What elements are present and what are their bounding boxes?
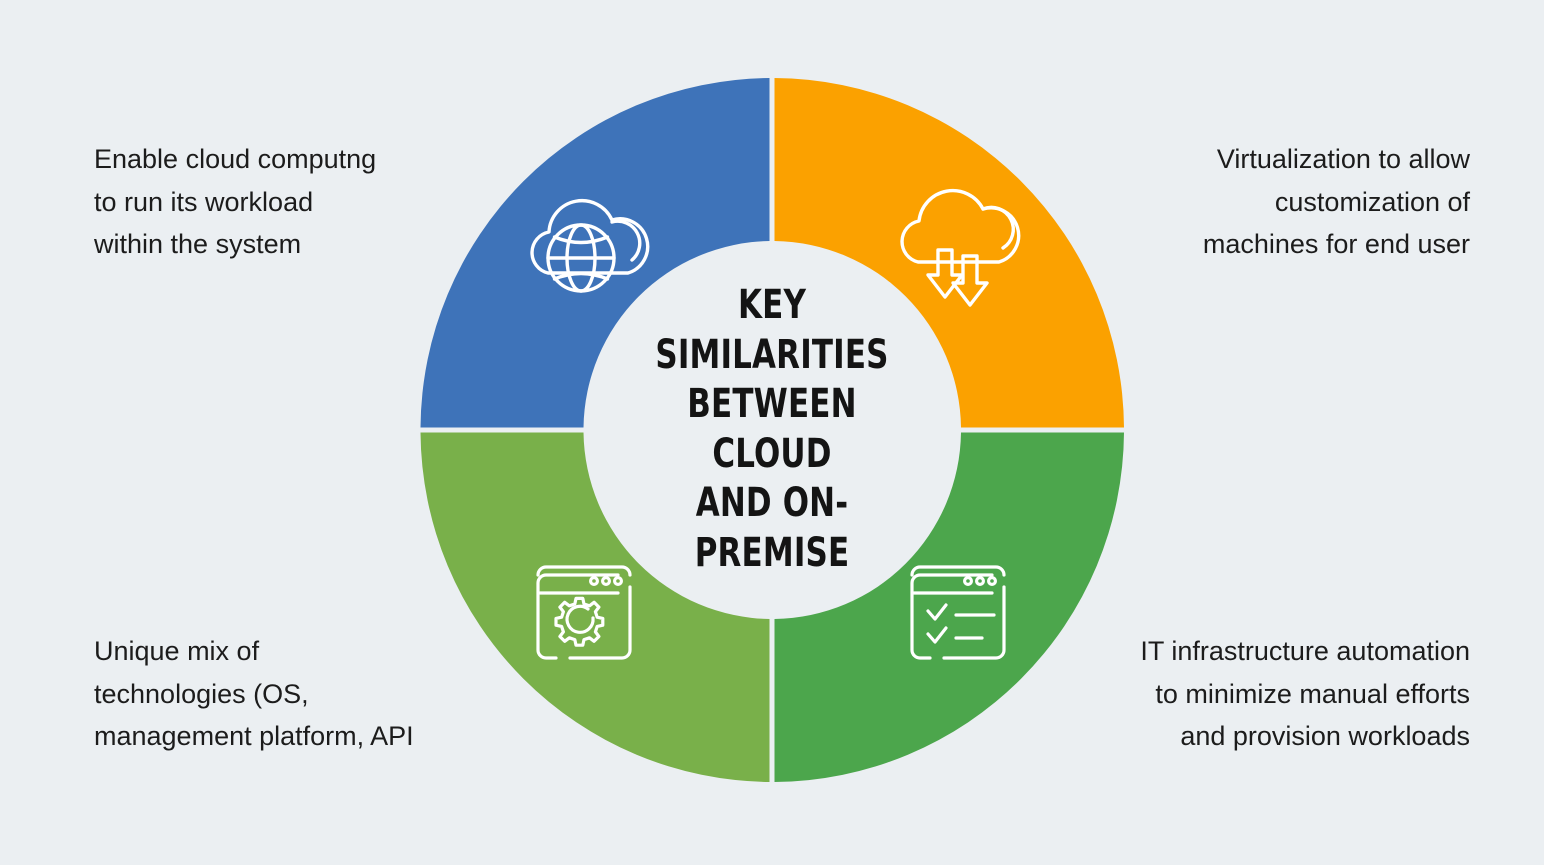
segment-top-right[interactable] <box>774 78 1125 428</box>
label-top-right-line-1: Virtualization to allow <box>1216 144 1470 174</box>
label-top-right: Virtualization to allow customization of… <box>1140 138 1470 266</box>
label-top-left: Enable cloud computng to run its workloa… <box>94 138 424 266</box>
label-bottom-left-line-2: technologies (OS, <box>94 678 309 709</box>
label-bottom-left: Unique mix of technologies (OS, manageme… <box>94 630 494 758</box>
label-top-right-line-2: customization of <box>1274 186 1470 217</box>
center-title: KEY SIMILARITIES BETWEEN CLOUD AND ON-PR… <box>607 281 937 579</box>
label-bottom-left-line-1: Unique mix of <box>94 636 260 666</box>
label-bottom-left-line-3: management platform, API <box>94 721 414 752</box>
cloud-globe-icon <box>530 198 650 293</box>
label-top-left-line-3: within the system <box>94 229 302 260</box>
segment-bottom-right[interactable] <box>774 432 1125 783</box>
segment-bottom-left[interactable] <box>420 432 770 783</box>
label-bottom-right-line-1: IT infrastructure automation <box>1140 636 1470 666</box>
cloud-download-icon <box>900 188 1021 307</box>
label-top-left-line-2: to run its workload <box>94 186 314 217</box>
center-title-line-2: BETWEEN CLOUD <box>687 381 857 477</box>
label-top-left-line-1: Enable cloud computng <box>94 144 377 174</box>
label-bottom-right: IT infrastructure automation to minimize… <box>1070 630 1470 758</box>
label-bottom-right-line-2: to minimize manual efforts <box>1155 678 1470 709</box>
browser-gear-icon <box>536 565 632 660</box>
center-title-line-3: AND ON-PREMISE <box>694 480 850 577</box>
label-top-right-line-3: machines for end user <box>1202 229 1470 260</box>
center-title-line-1: KEY SIMILARITIES <box>655 282 889 378</box>
browser-checklist-icon <box>910 565 1006 660</box>
label-bottom-right-line-3: and provision workloads <box>1180 721 1470 752</box>
